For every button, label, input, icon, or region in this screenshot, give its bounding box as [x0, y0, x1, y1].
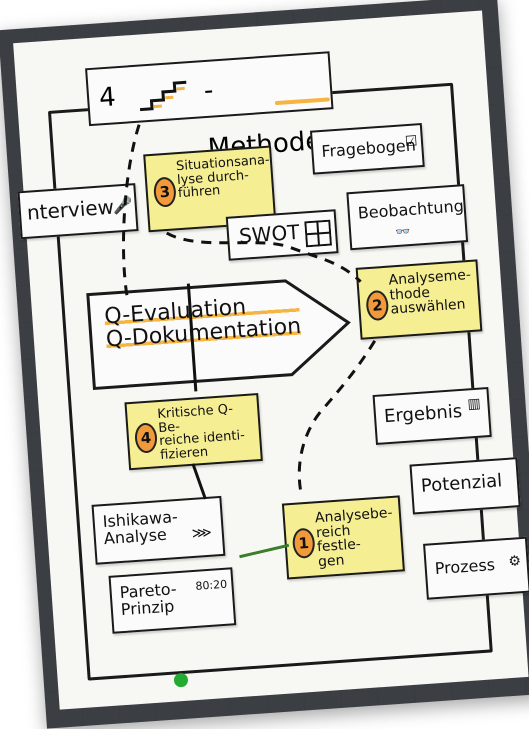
flipchart-paper: 4 - Methode nterview 🎤 3 Situationsana- … — [13, 10, 529, 710]
dashed-connectors — [122, 124, 377, 559]
swot-grid-icon — [304, 219, 333, 248]
card-swot: SWOT — [225, 209, 339, 261]
title-card: 4 - Methode — [85, 51, 334, 164]
staircase-icon — [139, 80, 187, 112]
